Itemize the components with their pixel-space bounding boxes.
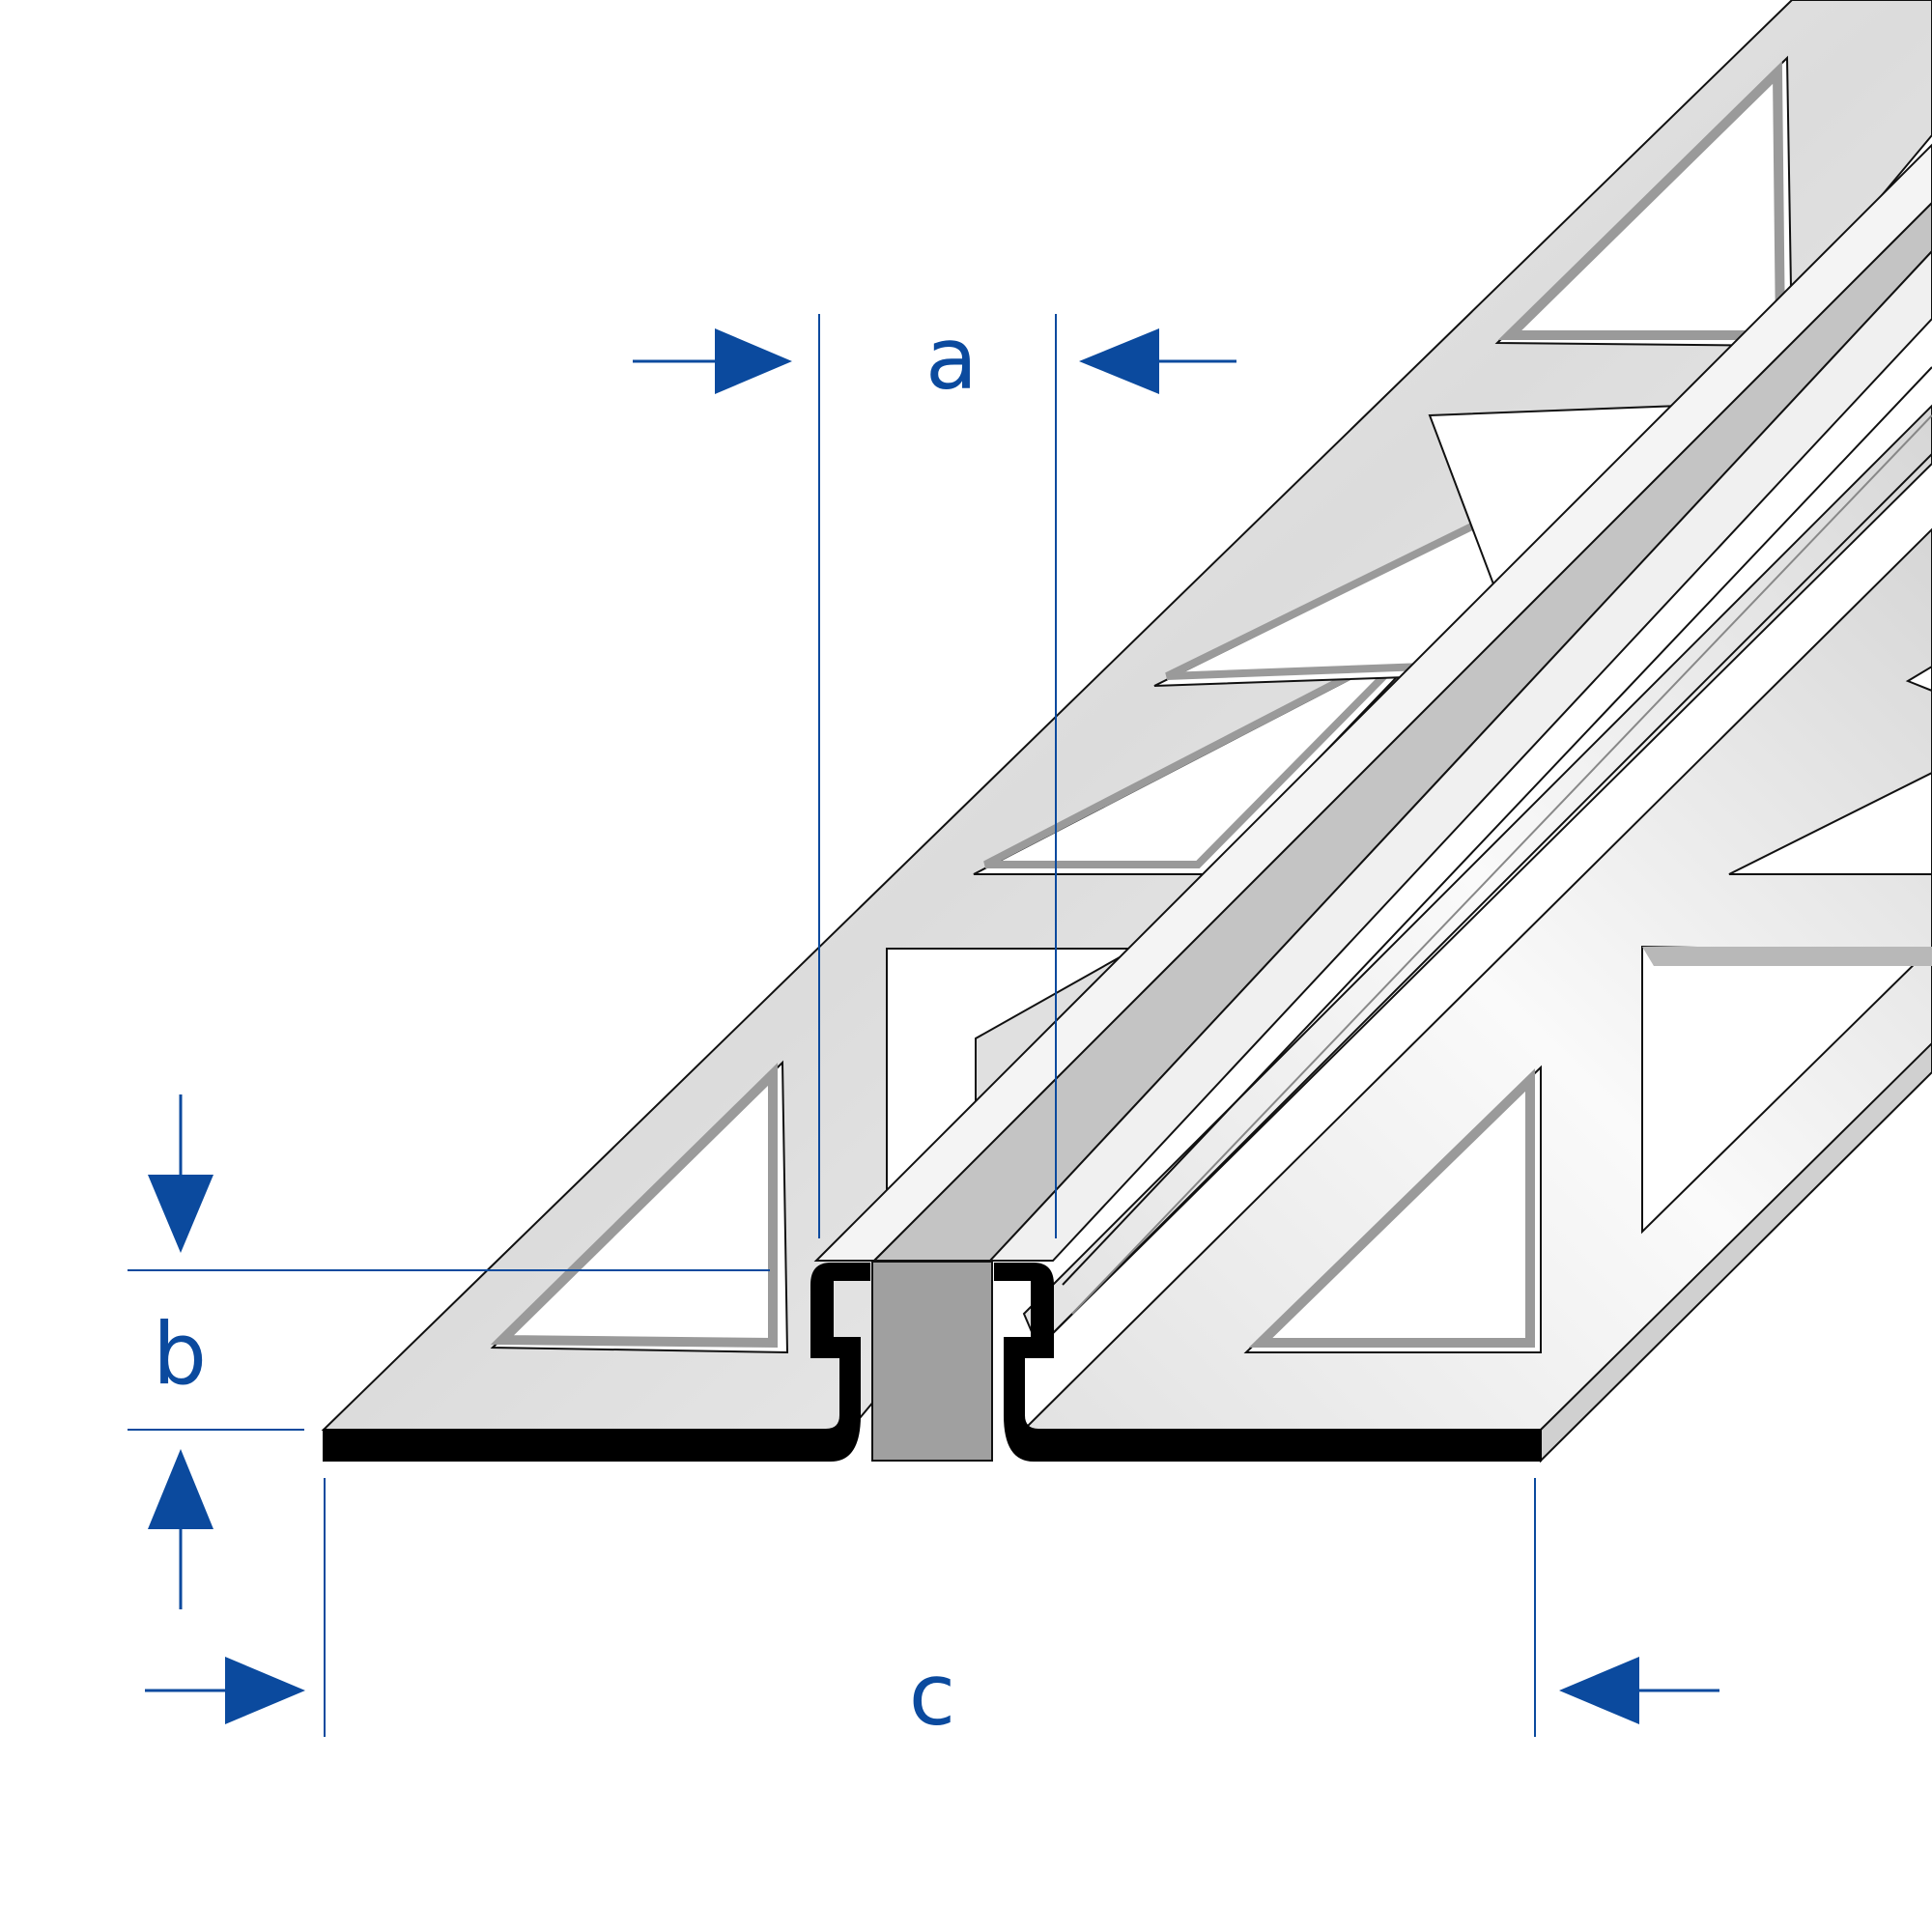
- dimension-c: c: [145, 1478, 1719, 1745]
- arrow-left-icon: [1559, 1657, 1639, 1724]
- dimension-b: b: [128, 1094, 770, 1609]
- dimension-c-label: c: [909, 1645, 955, 1745]
- arrow-right-icon: [225, 1657, 305, 1724]
- joint-channel: [813, 143, 1932, 1350]
- arrow-right-icon: [715, 328, 792, 394]
- elastic-insert: [871, 1261, 993, 1462]
- arrow-down-icon: [148, 1175, 213, 1253]
- profile-cross-section: [323, 1261, 1542, 1462]
- dimension-b-label: b: [153, 1304, 207, 1404]
- right-flange: [1021, 527, 1932, 1463]
- arrow-up-icon: [148, 1449, 213, 1529]
- dimension-a: a: [633, 309, 1236, 1238]
- dimension-a-label: a: [925, 309, 978, 409]
- arrow-left-icon: [1079, 328, 1159, 394]
